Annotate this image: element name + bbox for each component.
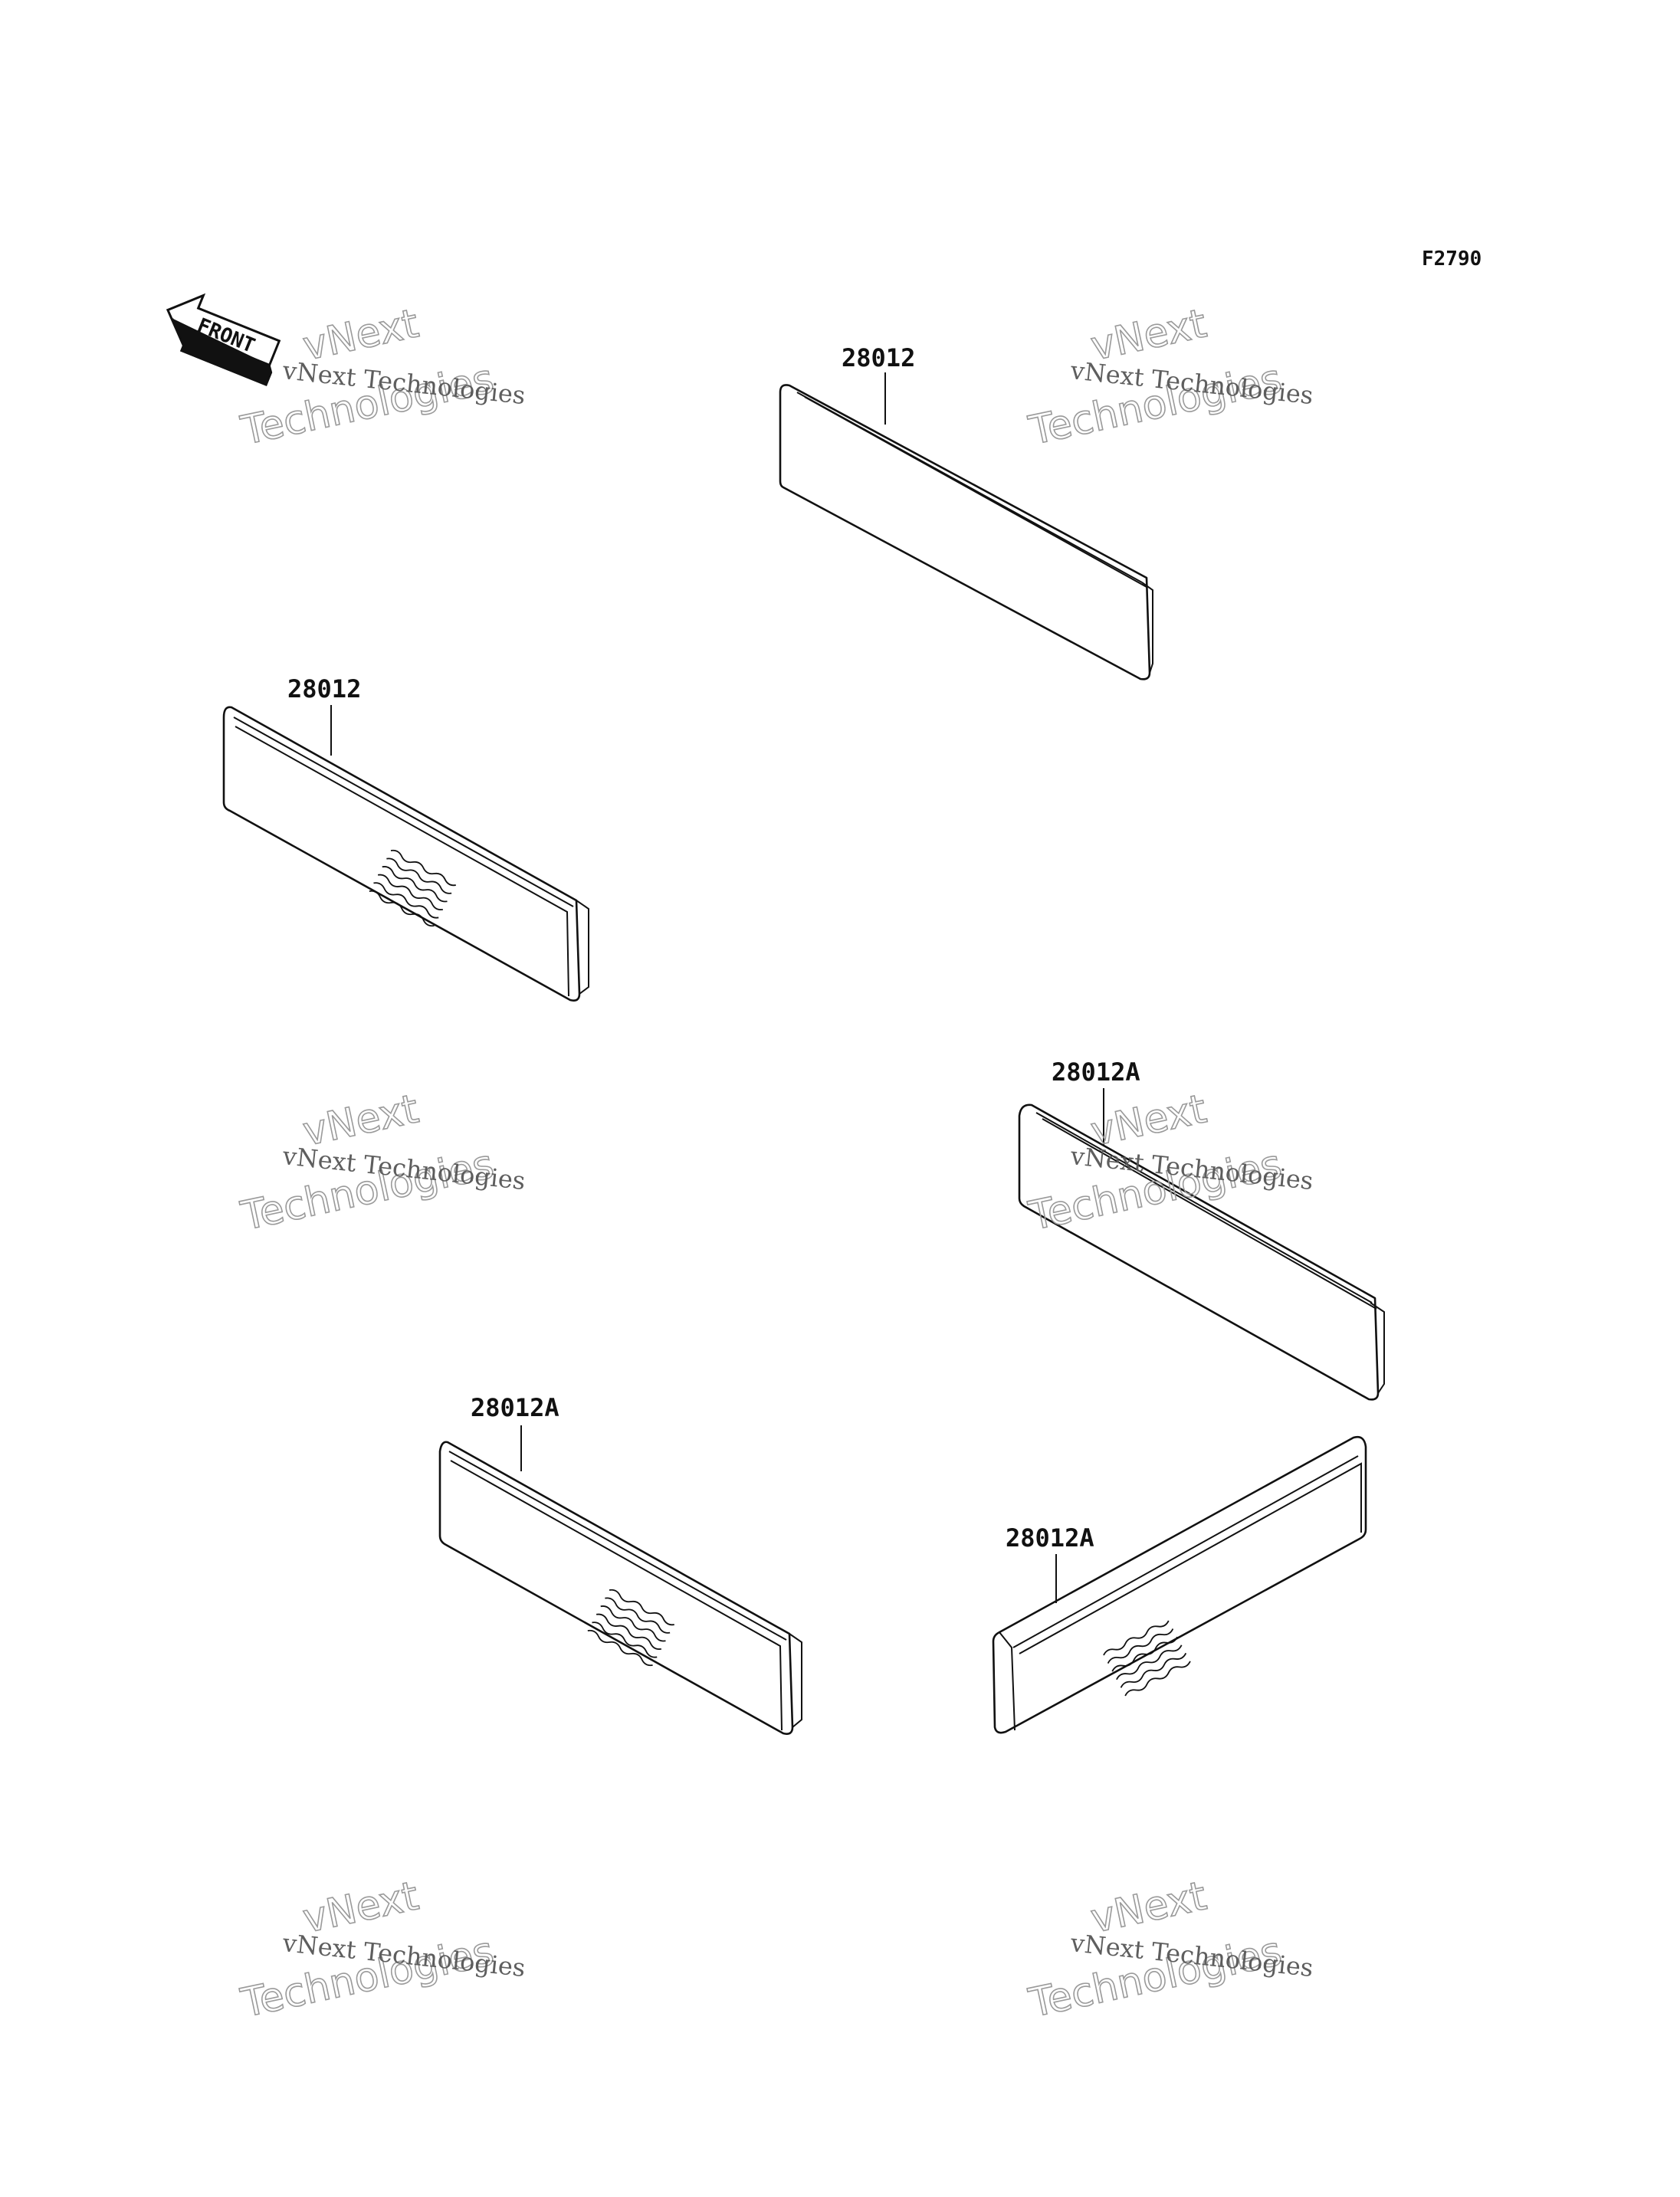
watermark: vNext Technologies vNext Technologies [236,1873,527,2028]
part-number-callout: 28012A [471,1393,559,1422]
reflector-top-right [779,384,1153,680]
part-number-callout: 28012A [1006,1523,1094,1553]
reflector-logo-mark [369,849,456,927]
part-number-callout: 28012 [287,674,361,703]
reflector-bottom-left [438,1441,802,1735]
reflector-logo-mark [587,1589,674,1667]
watermark: vNext Technologies vNext Technologies [1024,1873,1314,2028]
part-number-callout: 28012A [1052,1058,1140,1087]
front-arrow-icon: FRONT [166,293,281,387]
watermark: vNext Technologies vNext Technologies [236,1086,527,1241]
reflector-bottom-right [992,1435,1367,1734]
watermark: vNext Technologies vNext Technologies [236,300,527,455]
part-number-callout: 28012 [842,343,915,372]
reflector-logo-mark [1103,1620,1191,1697]
figure-id: F2790 [1422,248,1481,271]
reflector-middle-left [222,706,589,1002]
watermark: vNext Technologies vNext Technologies [1024,300,1314,455]
reflector-middle-right [1018,1103,1385,1401]
